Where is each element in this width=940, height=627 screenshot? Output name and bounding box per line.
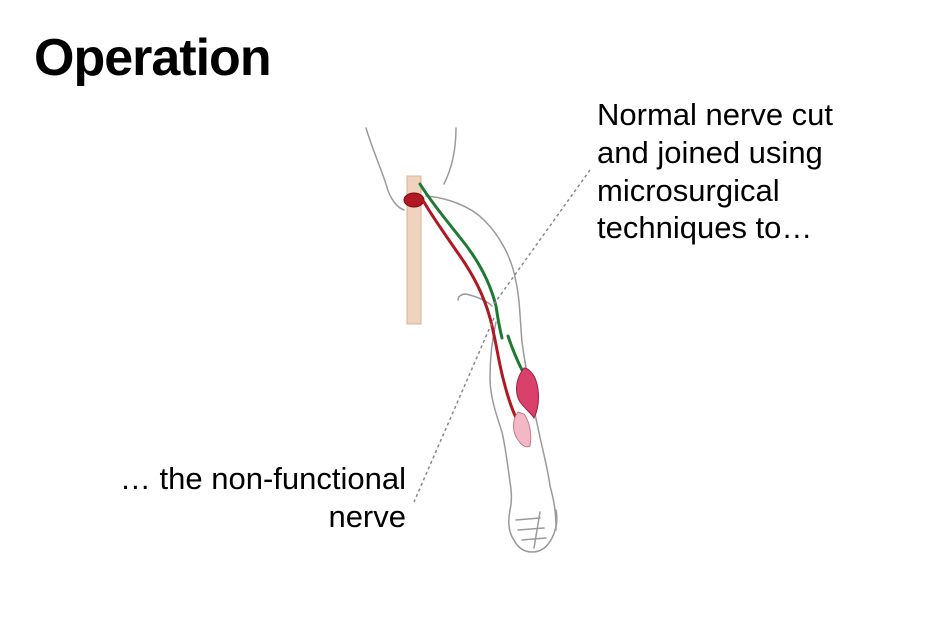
callout-top-line: and joined using: [597, 134, 823, 170]
callout-top-line: Normal nerve cut: [597, 97, 834, 132]
callout-top-line: techniques to…: [597, 210, 813, 246]
neck-right-edge: [443, 127, 457, 185]
normal-nerve: [418, 182, 504, 340]
leader-line-bottom: [413, 317, 495, 503]
outer-arm-edge: [425, 195, 557, 531]
callout-bottom-line: … the non-functional: [119, 461, 406, 496]
callout-bottom-line: nerve: [328, 498, 406, 534]
slide-title: Operation: [34, 29, 272, 87]
spinal-lesion: [403, 192, 425, 208]
muscle-lower: [513, 411, 532, 448]
arm-outline: [365, 127, 558, 553]
callout-nonfunctional-nerve: … the non-functional nerve: [40, 460, 406, 536]
inner-arm-edge: [489, 321, 513, 511]
rerouted-nerve-segment: [506, 334, 524, 372]
nonfunctional-nerve: [422, 200, 520, 424]
muscle-upper: [516, 367, 539, 420]
torso-left-edge: [365, 127, 405, 211]
hand-outline: [508, 509, 558, 553]
leader-line-top: [493, 169, 591, 305]
finger-lines: [515, 511, 547, 549]
spinal-cord: [406, 175, 422, 325]
callout-top-line: microsurgical: [597, 172, 780, 208]
callout-normal-nerve: Normal nerve cut and joined using micros…: [597, 96, 897, 247]
